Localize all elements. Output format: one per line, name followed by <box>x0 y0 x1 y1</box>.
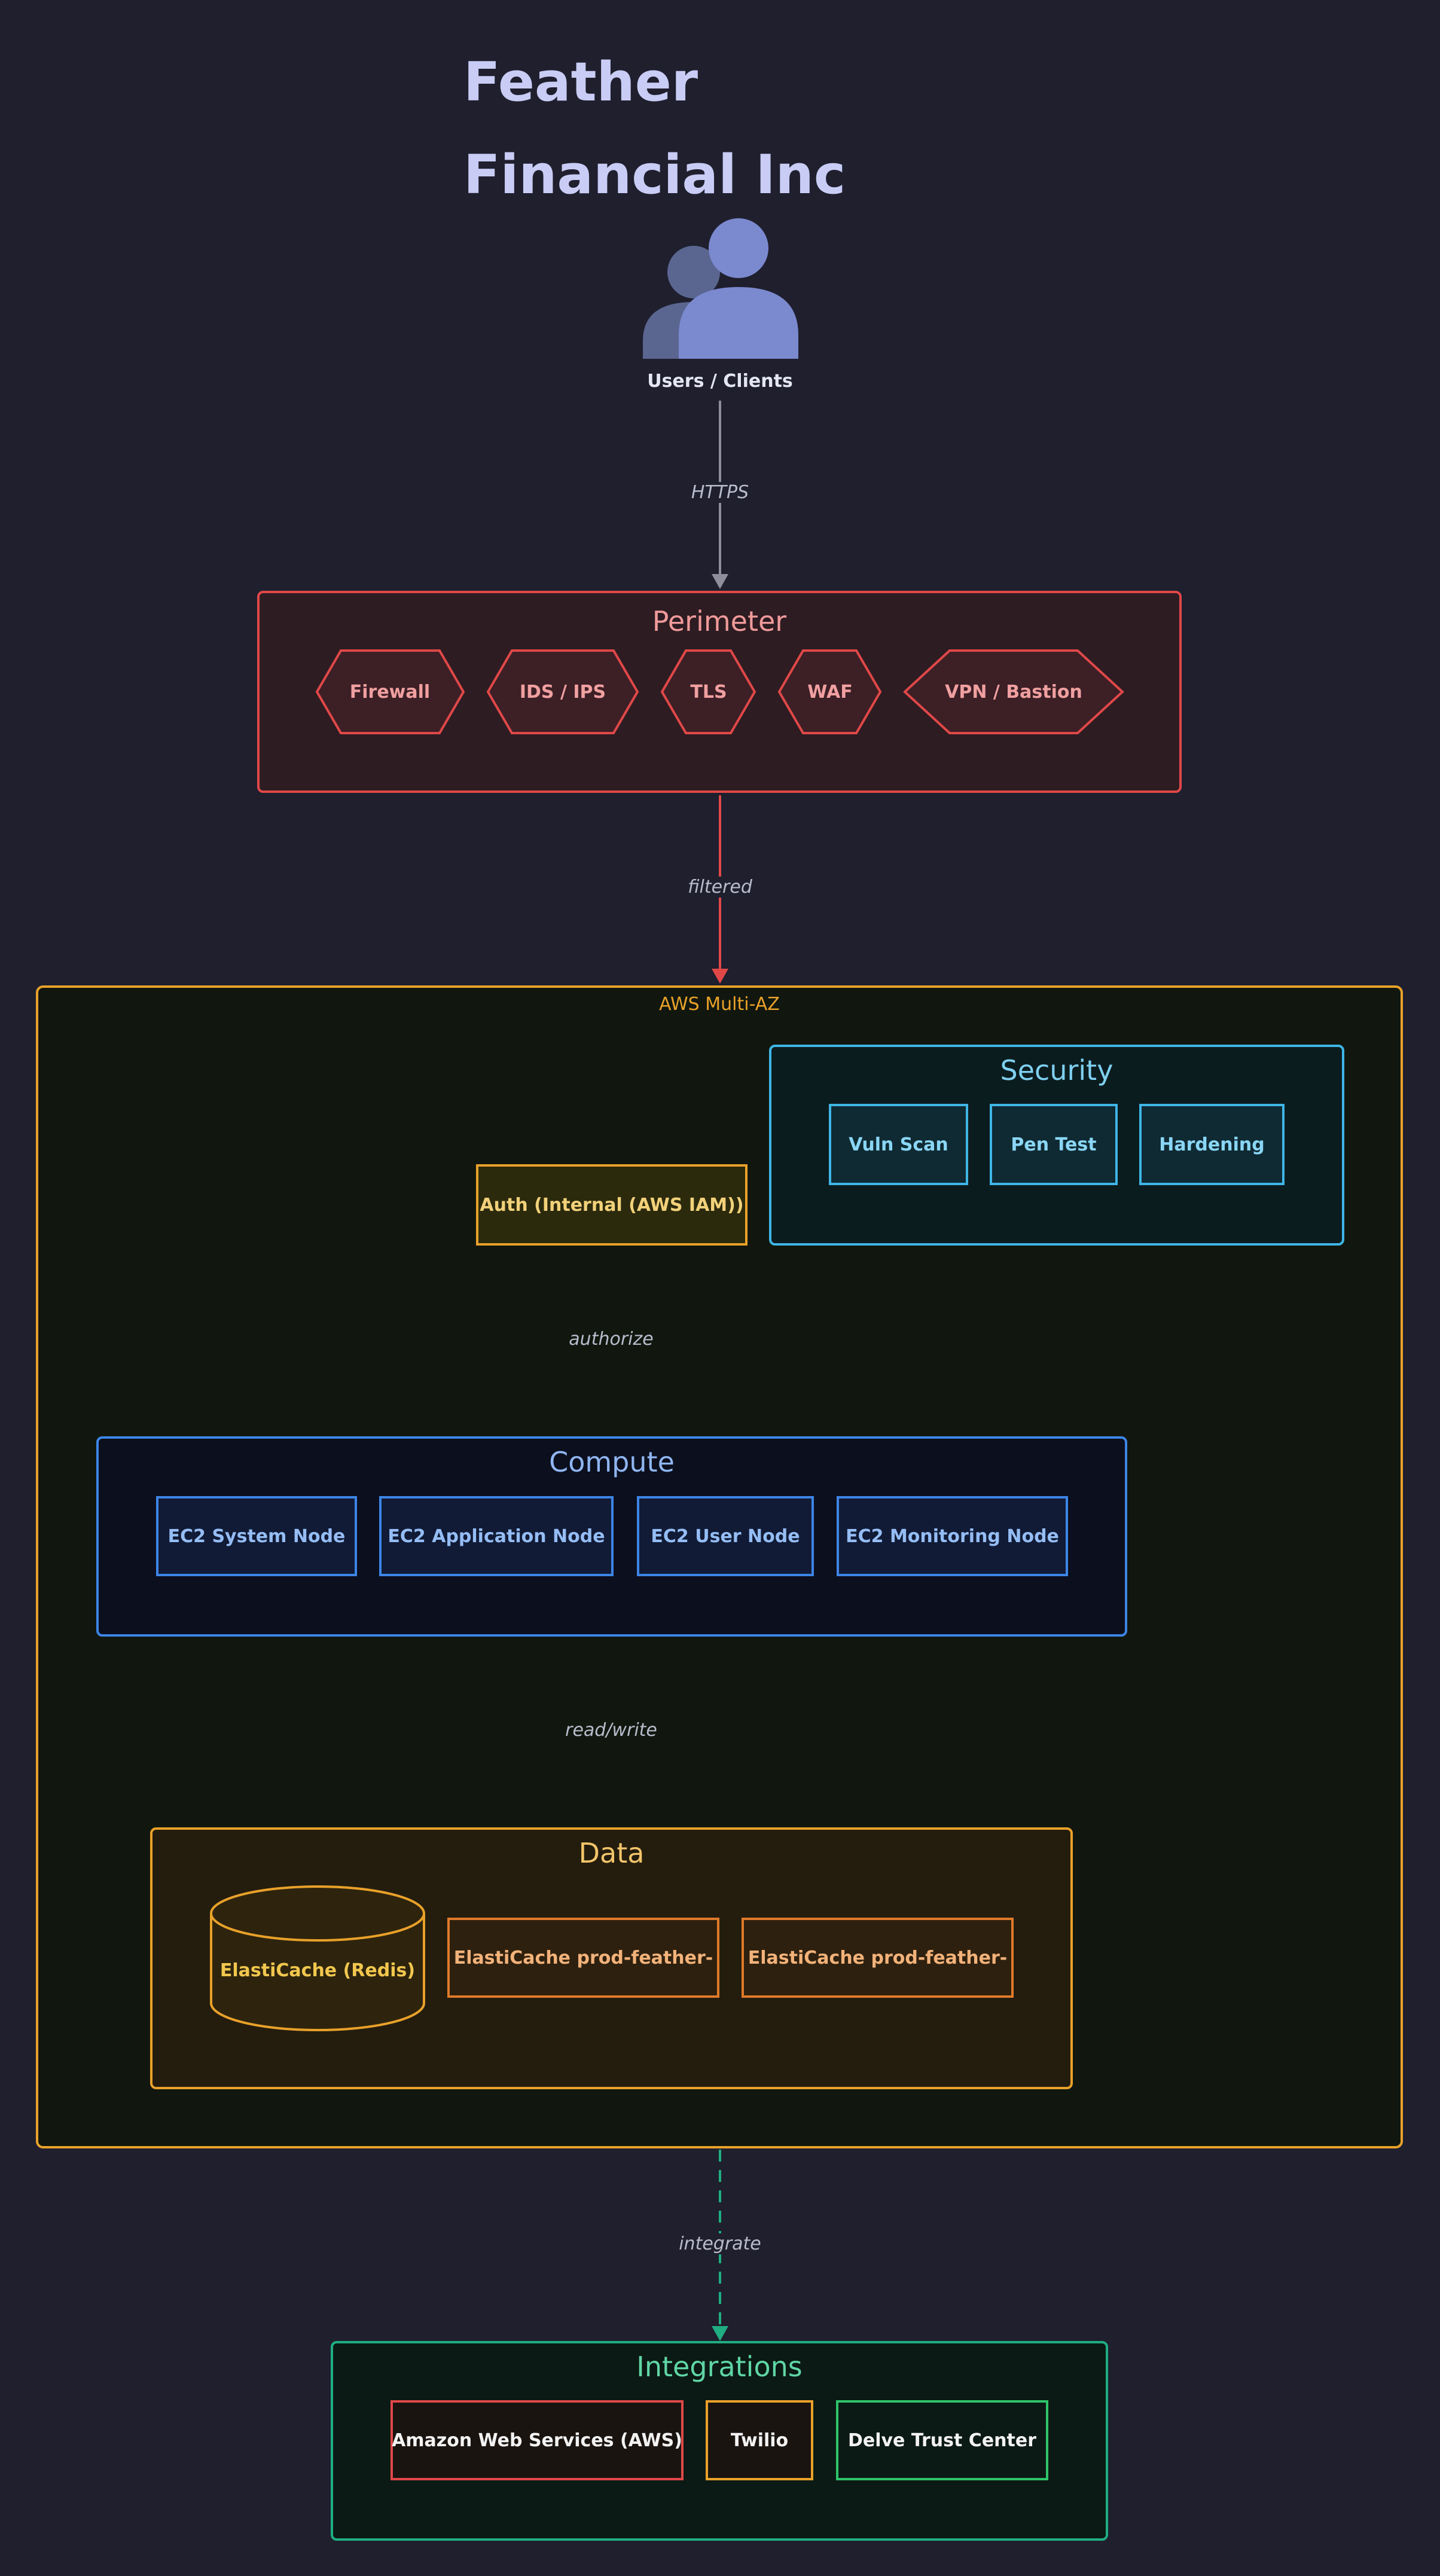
aws-integration-node[interactable]: Amazon Web Services (AWS) <box>390 2400 684 2480</box>
aws-multi-az-label: AWS Multi-AZ <box>659 994 780 1015</box>
users-label: Users / Clients <box>647 371 793 392</box>
auth-node[interactable]: Auth (Internal (AWS IAM)) <box>476 1164 748 1246</box>
firewall-label: Firewall <box>350 682 430 703</box>
perimeter-nodes: Firewall IDS / IPS TLS WAF VPN / Bastion <box>315 649 1124 734</box>
elasticache-redis-node[interactable]: ElastiCache (Redis) <box>209 1884 426 2033</box>
vpn-bastion-node[interactable]: VPN / Bastion <box>903 649 1124 734</box>
edge-label-read-write: read/write <box>551 1720 671 1741</box>
elasticache-prod-node-2[interactable]: ElastiCache prod-feather- <box>742 1918 1014 1998</box>
elasticache-redis-label: ElastiCache (Redis) <box>220 1960 415 1981</box>
edge-label-authorize: authorize <box>551 1329 671 1350</box>
compute-title: Compute <box>549 1446 675 1478</box>
ids-ips-label: IDS / IPS <box>520 682 606 703</box>
security-title: Security <box>1000 1054 1113 1086</box>
tls-label: TLS <box>690 682 727 703</box>
delve-trust-center-node[interactable]: Delve Trust Center <box>836 2400 1048 2480</box>
ec2-monitoring-node[interactable]: EC2 Monitoring Node <box>837 1496 1068 1576</box>
edge-label-integrate: integrate <box>660 2233 780 2254</box>
pen-test-node[interactable]: Pen Test <box>990 1104 1118 1185</box>
ec2-application-node[interactable]: EC2 Application Node <box>379 1496 614 1576</box>
vpn-bastion-label: VPN / Bastion <box>945 682 1082 703</box>
users-icon[interactable] <box>643 218 798 359</box>
hardening-node[interactable]: Hardening <box>1139 1104 1285 1185</box>
ids-ips-node[interactable]: IDS / IPS <box>486 649 639 734</box>
waf-label: WAF <box>807 682 852 703</box>
twilio-integration-node[interactable]: Twilio <box>706 2400 813 2480</box>
data-title: Data <box>578 1837 645 1869</box>
tls-node[interactable]: TLS <box>660 649 756 734</box>
waf-node[interactable]: WAF <box>777 649 882 734</box>
firewall-node[interactable]: Firewall <box>315 649 465 734</box>
elasticache-prod-node-1[interactable]: ElastiCache prod-feather- <box>447 1918 719 1998</box>
edge-label-https: HTTPS <box>660 482 780 503</box>
ec2-system-node[interactable]: EC2 System Node <box>156 1496 357 1576</box>
edge-label-filtered: filtered <box>660 877 780 898</box>
integrations-title: Integrations <box>636 2351 803 2383</box>
perimeter-title: Perimeter <box>652 605 787 637</box>
page-title: Feather Financial Inc <box>463 51 846 206</box>
vuln-scan-node[interactable]: Vuln Scan <box>829 1104 968 1185</box>
ec2-user-node[interactable]: EC2 User Node <box>637 1496 814 1576</box>
